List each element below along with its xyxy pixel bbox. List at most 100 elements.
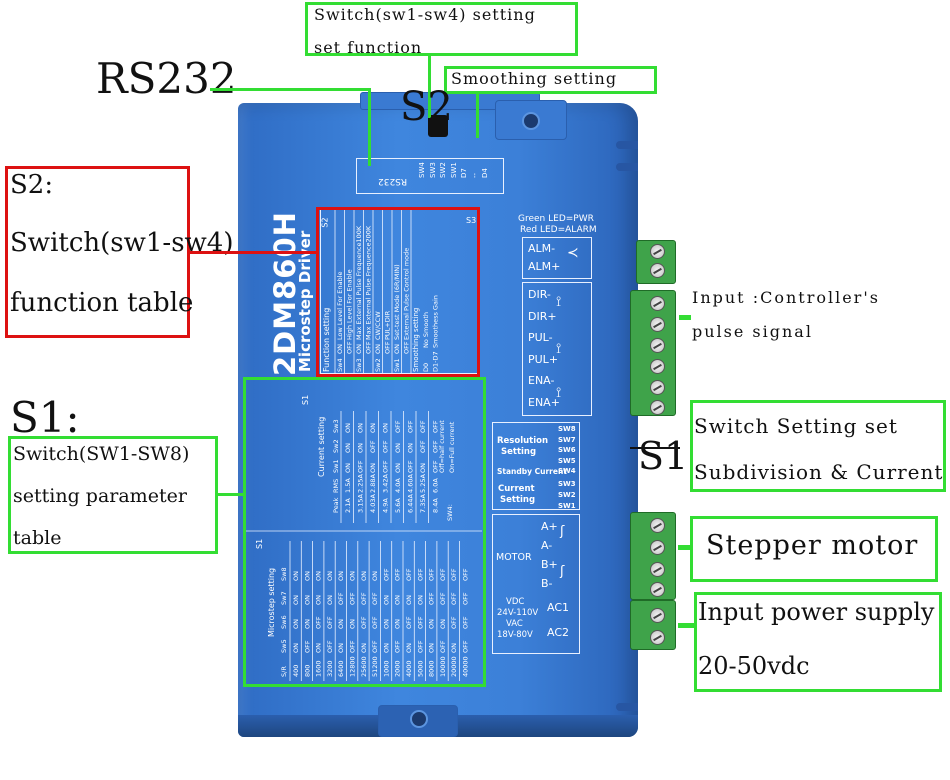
function-row-description: External Pulse Control mode xyxy=(403,248,411,340)
microstep-table-cell: ON xyxy=(394,595,402,605)
smoothing-callout-text: Smoothing setting xyxy=(451,69,618,88)
optocoupler-icon: ⟟ xyxy=(556,341,562,357)
function-row-description: PUL+DIR xyxy=(384,310,392,340)
microstep-table-cell: ON xyxy=(303,571,311,581)
function-row-state: OFF xyxy=(384,341,392,354)
microstep-table-cell: OFF xyxy=(315,616,323,629)
led-legend-red: Red LED=ALARM xyxy=(520,225,597,235)
microstep-table-cell: ON xyxy=(371,571,379,581)
current-table-cell: ON xyxy=(394,443,402,453)
terminal-screw-icon xyxy=(650,317,665,332)
current-label-2: Setting xyxy=(500,495,536,505)
microstep-table-cell: ON xyxy=(405,643,413,653)
microstep-table-cell: OFF xyxy=(394,568,402,581)
power-pin-label: AC2 xyxy=(547,626,570,639)
resolution-switch-label: SW7 xyxy=(558,435,576,444)
microstep-table-cell: OFF xyxy=(450,568,458,581)
microstep-table-cell: OFF xyxy=(382,568,390,581)
function-row-description: High Level For Enable xyxy=(346,269,354,340)
microstep-table-cell: OFF xyxy=(326,616,334,629)
current-table-cell: ON xyxy=(344,423,352,433)
switch-setting-callout-line1: Switch(sw1-sw4) setting xyxy=(314,5,536,24)
motor-label: MOTOR xyxy=(496,552,532,563)
microstep-table-cell: OFF xyxy=(360,592,368,605)
callout-leader-line xyxy=(678,623,696,628)
microstep-table-cell: OFF xyxy=(416,640,424,653)
microstep-table-cell: ON xyxy=(349,571,357,581)
current-table-cell: ON xyxy=(407,443,415,453)
rs232-port xyxy=(428,115,448,137)
microstep-table-cell: ON xyxy=(292,619,300,629)
microstep-table-cell: OFF xyxy=(416,616,424,629)
microstep-table-cell: OFF xyxy=(360,616,368,629)
switch-setting-panel xyxy=(492,422,580,510)
current-table-cell: 7.35A xyxy=(419,494,427,513)
heatsink-rib xyxy=(616,141,638,149)
current-switch-label: SW3 xyxy=(558,480,576,488)
switch-setting-callout-line2: set function xyxy=(314,38,423,57)
current-table-cell: 6.0A xyxy=(432,478,440,493)
s2-callout-line1: S2: xyxy=(10,170,54,200)
current-table-cell: ON xyxy=(344,443,352,453)
microstep-table-cell: OFF xyxy=(405,616,413,629)
resolution-switch-label: SW6 xyxy=(558,446,576,454)
motor-pin-label: A- xyxy=(541,539,553,552)
microstep-table-cell: ON xyxy=(337,643,345,653)
callout-leader-line xyxy=(630,447,680,449)
function-row-description: CW/CCW xyxy=(374,311,382,340)
switch-setting-right-line2: Subdivision & Current xyxy=(694,460,944,484)
current-table-cell: 2.1A xyxy=(344,498,352,513)
microstep-table-cell: OFF xyxy=(371,592,379,605)
microstep-table-cell: ON xyxy=(315,595,323,605)
current-table-cell: 4.0A xyxy=(394,478,402,493)
microstep-table-cell: ON xyxy=(337,619,345,629)
pin-alm-plus: ALM+ xyxy=(528,260,561,273)
microstep-table-cell: ON xyxy=(428,619,436,629)
switch-setting-right-line1: Switch Setting set xyxy=(694,414,898,438)
power-spec-label: VAC xyxy=(506,619,523,629)
motor-power-panel xyxy=(492,514,580,654)
callout-leader-line xyxy=(679,315,691,320)
current-switch-label: SW2 xyxy=(558,491,576,499)
current-table-cell: OFF xyxy=(432,440,440,453)
terminal-screw-icon xyxy=(650,359,665,374)
microstep-table-cell: ON xyxy=(394,619,402,629)
microstep-table-cell: ON xyxy=(382,643,390,653)
signal-pin-panel xyxy=(522,282,592,416)
s1-right-marker-text: S1 xyxy=(638,434,689,478)
microstep-table-cell: ON xyxy=(292,595,300,605)
microstep-table-cell: ON xyxy=(326,595,334,605)
current-table-cell: ON xyxy=(344,463,352,473)
callout-leader-line xyxy=(428,56,431,118)
current-table-cell: 5.25A xyxy=(419,474,427,493)
current-table-cell: 6.44A xyxy=(407,494,415,513)
signal-pin-dir-minus: DIR- xyxy=(528,288,551,301)
microstep-table-cell: OFF xyxy=(439,592,447,605)
current-table-cell: OFF xyxy=(357,460,365,473)
microstep-table-header: Sw5 xyxy=(280,639,288,653)
signal-pin-dir-minusplus: DIR+ xyxy=(528,309,557,323)
microstep-table-cell: ON xyxy=(439,619,447,629)
motor-pin-label: A+ xyxy=(541,520,558,533)
microstep-table-cell: OFF xyxy=(326,640,334,653)
function-row-switch: Sw4 xyxy=(336,358,344,372)
microstep-table-cell: ON xyxy=(360,643,368,653)
microstep-table-cell: ON xyxy=(382,619,390,629)
optocoupler-icon: ⟟ xyxy=(556,385,562,401)
s1-table-highlight-box xyxy=(243,377,486,687)
s2-marker-text: S2 xyxy=(400,84,453,130)
top-switch-label: SW1 xyxy=(449,162,458,178)
current-table-cell: 5.6A xyxy=(394,498,402,513)
microstep-table-cell: ON xyxy=(315,643,323,653)
led-legend-green: Green LED=PWR xyxy=(518,214,594,224)
terminal-screw-icon xyxy=(650,562,665,577)
s1-callout-line1: Switch(SW1-SW8) xyxy=(13,443,190,465)
microstep-table-cell: 8000 xyxy=(428,660,436,677)
microstep-table-cell: ON xyxy=(303,595,311,605)
microstep-table-cell: OFF xyxy=(428,592,436,605)
power-spec-label: 24V-110V xyxy=(497,608,539,618)
microstep-table-cell: OFF xyxy=(462,568,470,581)
current-table-cell: OFF xyxy=(382,440,390,453)
microstep-table-cell: OFF xyxy=(371,616,379,629)
